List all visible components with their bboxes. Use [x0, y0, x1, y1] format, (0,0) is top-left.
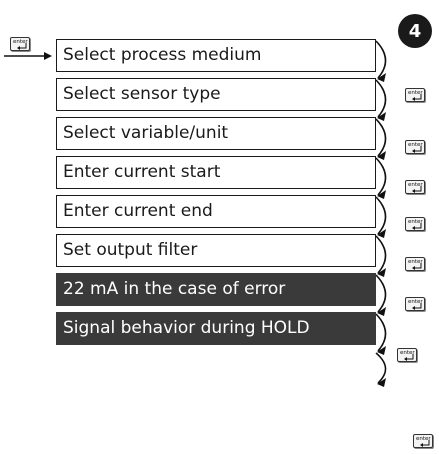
- flow-curve-arrow: [375, 118, 387, 157]
- flow-arrowhead: [377, 151, 386, 160]
- step-error-current: 22 mA in the case of error: [56, 273, 376, 306]
- step-enter-current-start: Enter current start: [56, 156, 376, 189]
- enter-key-icon: enter: [405, 297, 425, 311]
- enter-key-icon: enter: [405, 257, 425, 271]
- flow-arrowhead: [377, 112, 386, 121]
- step-list: Select process medium Select sensor type…: [56, 39, 376, 351]
- enter-key-icon: enter: [397, 348, 417, 362]
- flow-arrowhead: [377, 346, 386, 355]
- step-select-process-medium: Select process medium: [56, 39, 376, 72]
- step-set-output-filter: Set output filter: [56, 234, 376, 267]
- entry-arrow: [4, 52, 52, 60]
- flow-arrowhead: [377, 73, 386, 82]
- flow-arrowhead: [377, 229, 386, 238]
- enter-key-icon: enter: [405, 140, 425, 154]
- enter-key-icon: enter: [405, 180, 425, 194]
- flow-arrowhead: [377, 307, 386, 316]
- flow-curve-arrow: [375, 274, 387, 313]
- flow-curve-arrow: [375, 40, 387, 79]
- flow-curve-arrow: [375, 235, 387, 274]
- flow-arrowhead: [377, 190, 386, 199]
- enter-key-icon: enter: [10, 37, 30, 51]
- flow-curve-arrow: [375, 352, 387, 384]
- step-select-sensor-type: Select sensor type: [56, 78, 376, 111]
- step-number-badge: 4: [398, 14, 432, 48]
- step-select-variable-unit: Select variable/unit: [56, 117, 376, 150]
- step-enter-current-end: Enter current end: [56, 195, 376, 228]
- enter-key-icon: enter: [405, 88, 425, 102]
- flow-curve-arrow: [375, 157, 387, 196]
- enter-key-icon: enter: [413, 434, 433, 448]
- flow-curve-arrow: [375, 79, 387, 118]
- flow-arrowhead: [377, 378, 386, 387]
- flow-arrowhead: [377, 268, 386, 277]
- step-hold-signal-behavior: Signal behavior during HOLD: [56, 312, 376, 345]
- enter-key-icon: enter: [405, 217, 425, 231]
- flow-curve-arrow: [375, 196, 387, 235]
- flow-curve-arrow: [375, 313, 387, 352]
